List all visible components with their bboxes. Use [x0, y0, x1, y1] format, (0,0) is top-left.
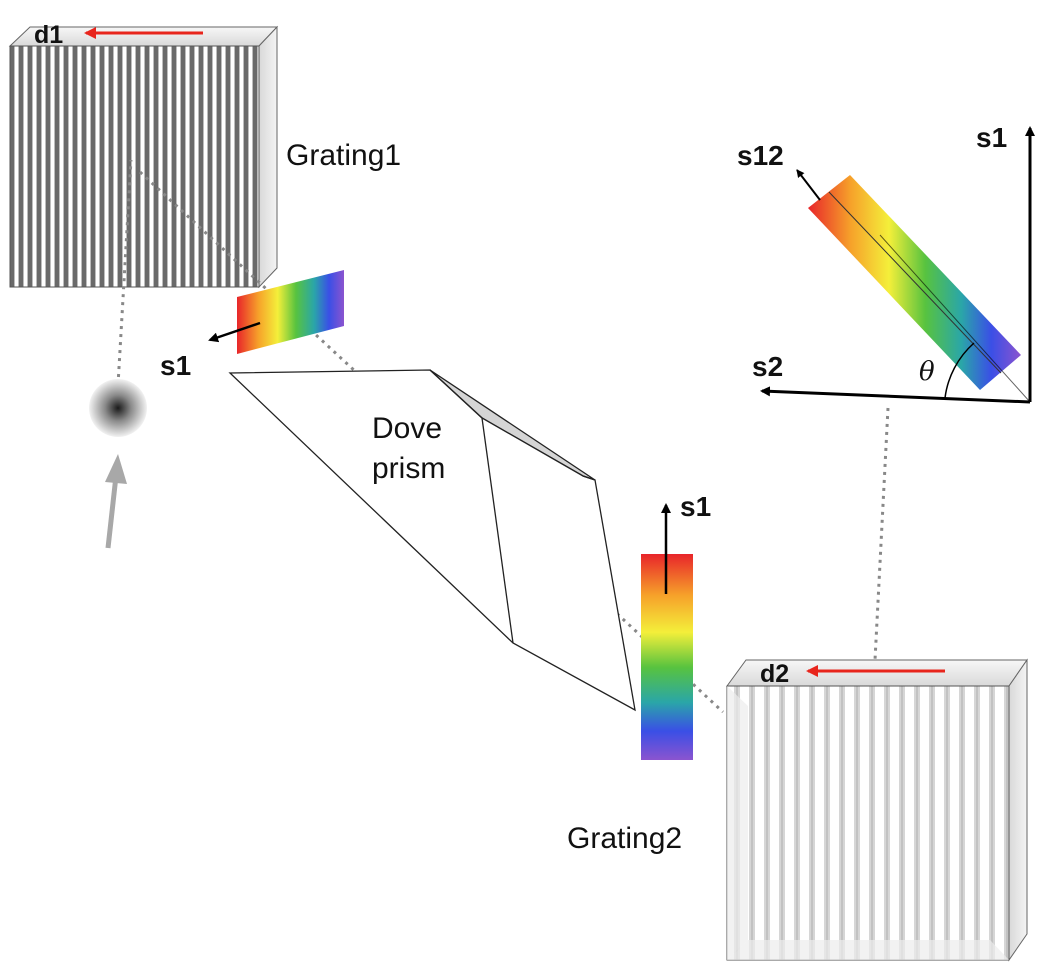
prism-edge: [582, 475, 596, 481]
dove-prism-label-line1: Dove: [372, 412, 442, 445]
spectrum-centerline: [828, 191, 1002, 374]
theta-arc: [944, 342, 975, 399]
dove-prism-label-line2: prism: [372, 452, 445, 485]
grating2-inner-bevel: [727, 686, 748, 960]
s2-axis-arrow: [760, 386, 1031, 404]
beam-segment: [116, 159, 133, 386]
s1-mid-label: s1: [680, 491, 711, 522]
beam-segment: [873, 407, 890, 661]
grating1-label: Grating1: [286, 139, 401, 172]
s12-direction: [879, 234, 1031, 403]
d2-label: d2: [760, 660, 789, 688]
grating1-front-face: [9, 45, 260, 288]
s1-left-label: s1: [160, 350, 191, 381]
grating2-side-face: [1008, 658, 1028, 962]
spectrum-grating1: [237, 270, 344, 354]
s2-axis-label: s2: [752, 351, 783, 382]
dove-prism: [228, 369, 636, 712]
prism-edge: [481, 417, 514, 644]
grating2-label: Grating2: [567, 822, 682, 855]
d1-label: d1: [34, 21, 63, 49]
output-axes: [760, 126, 1035, 404]
grating1-side-face: [258, 25, 278, 289]
input-arrow: [105, 454, 127, 549]
grating2-front-face: [726, 685, 1010, 961]
grating1: [8, 25, 279, 289]
s12-arrow: [796, 169, 821, 201]
grating2: [726, 658, 1028, 962]
grating2-inner-bevel: [727, 940, 1009, 960]
theta-label: θ: [919, 357, 935, 387]
s1-arrow-left: [208, 321, 261, 343]
s12-axis-label: s12: [737, 140, 784, 171]
input-beam-spot: [89, 379, 147, 437]
s1-axis-label: s1: [976, 122, 1007, 153]
prism-edge: [429, 369, 483, 419]
beam-segment: [138, 170, 358, 374]
